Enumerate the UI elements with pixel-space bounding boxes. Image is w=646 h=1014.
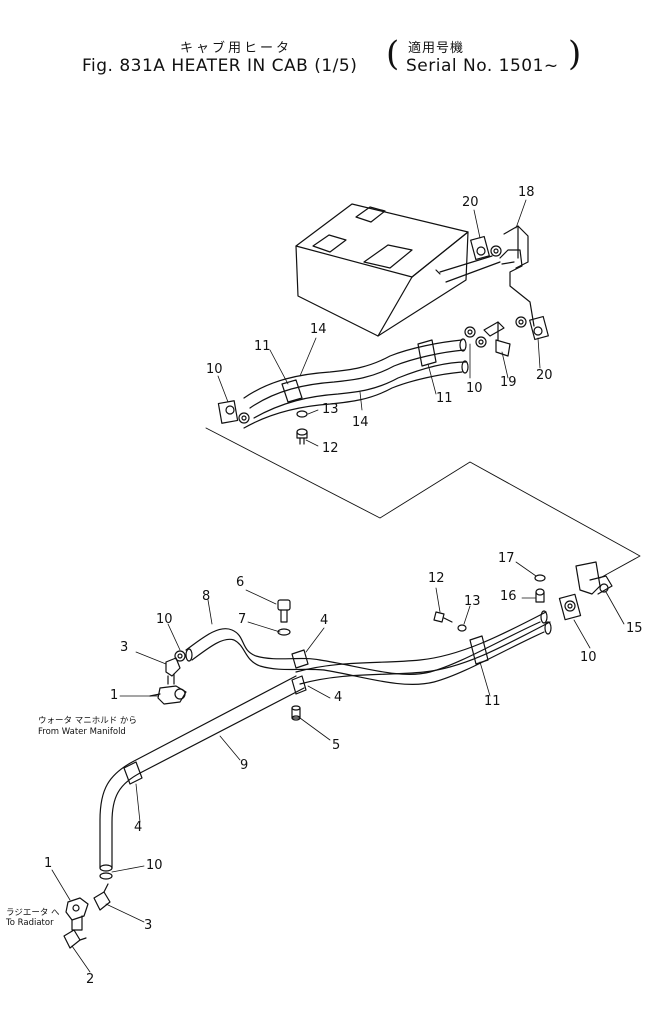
- connection-frame: [205, 427, 641, 579]
- callout-18: 18: [518, 185, 535, 200]
- radiator-jp-note: ラジエータ へ: [6, 908, 60, 918]
- callout-10: 10: [146, 858, 163, 873]
- callout-10: 10: [156, 612, 173, 627]
- callout-10: 10: [466, 381, 483, 396]
- callout-7: 7: [238, 612, 247, 627]
- callout-4: 4: [134, 820, 143, 835]
- clamp-10-lower-left: [174, 650, 186, 662]
- close-bracket: ): [568, 34, 582, 74]
- pipe-9: [99, 675, 305, 872]
- callout-16: 16: [500, 589, 517, 604]
- callout-13: 13: [322, 402, 339, 417]
- callout-12: 12: [428, 571, 445, 586]
- callout-1: 1: [44, 856, 53, 871]
- clamp-11-upper-right: [417, 339, 437, 367]
- fitting-19: [483, 321, 511, 357]
- clamp-10-bottom: [99, 872, 113, 880]
- callout-1: 1: [110, 688, 119, 703]
- callout-19: 19: [500, 375, 517, 390]
- clamp-11-lower: [469, 635, 489, 665]
- valve-1-lower: [65, 897, 89, 931]
- bolt-12-upper: [296, 428, 308, 445]
- figure-title: Fig. 831A HEATER IN CAB (1/5): [82, 56, 358, 76]
- washer-7: [277, 628, 291, 636]
- callout-9: 9: [240, 758, 249, 773]
- bracket-15: [575, 561, 613, 595]
- bracket-18: [503, 225, 529, 269]
- bolt-6: [277, 599, 291, 623]
- japanese-applicable-label: 適用号機: [408, 41, 465, 56]
- heater-unit: [295, 203, 469, 337]
- clamp-10-upper: [464, 326, 487, 348]
- callout-3: 3: [120, 640, 129, 655]
- callout-14: 14: [352, 415, 369, 430]
- callout-4: 4: [320, 613, 329, 628]
- elbow-3-lower: [93, 883, 111, 911]
- callout-11: 11: [436, 391, 453, 406]
- japanese-title: キャブ用ヒータ: [180, 41, 293, 56]
- elbow-3-upper: [165, 657, 181, 685]
- clamp-4-lower: [123, 761, 143, 785]
- elbow-2: [63, 929, 87, 949]
- callout-11: 11: [484, 694, 501, 709]
- bolt-12-lower: [433, 611, 453, 623]
- spacer-5: [291, 705, 301, 721]
- callout-10: 10: [206, 362, 223, 377]
- pipe-assembly: [295, 610, 552, 685]
- hose-14-pair: [243, 338, 469, 429]
- callout-10: 10: [580, 650, 597, 665]
- callout-8: 8: [202, 589, 211, 604]
- radiator-en-note: To Radiator: [6, 918, 54, 928]
- clamp-20-upper: [470, 235, 502, 261]
- leader-lines: [51, 199, 625, 973]
- callout-4: 4: [334, 690, 343, 705]
- valve-1-upper: [149, 685, 187, 705]
- washer-13-lower: [457, 624, 467, 632]
- callout-5: 5: [332, 738, 341, 753]
- callout-13: 13: [464, 594, 481, 609]
- callout-3: 3: [144, 918, 153, 933]
- water-manifold-jp-note: ウォータ マニホルド から: [38, 716, 137, 726]
- callout-20: 20: [536, 368, 553, 383]
- clamp-11-upper-left: [281, 379, 303, 403]
- callout-12: 12: [322, 441, 339, 456]
- callout-2: 2: [86, 972, 95, 987]
- washer-17: [534, 574, 546, 582]
- callout-17: 17: [498, 551, 515, 566]
- hose-8: [185, 628, 325, 671]
- callout-20: 20: [462, 195, 479, 210]
- bolt-16: [535, 588, 545, 603]
- callout-11: 11: [254, 339, 271, 354]
- water-manifold-en-note: From Water Manifold: [38, 727, 126, 737]
- washer-13-upper: [296, 410, 308, 418]
- callout-6: 6: [236, 575, 245, 590]
- clamp-4-middle: [291, 675, 307, 695]
- open-bracket: (: [386, 34, 400, 74]
- clamp-10-lower-right: [558, 593, 582, 621]
- clamp-20-lower: [515, 315, 549, 341]
- clamp-10-upper-left: [217, 400, 250, 424]
- clamp-4-upper: [291, 649, 309, 669]
- callout-15: 15: [626, 621, 643, 636]
- callout-14: 14: [310, 322, 327, 337]
- serial-number: Serial No. 1501~: [406, 56, 559, 76]
